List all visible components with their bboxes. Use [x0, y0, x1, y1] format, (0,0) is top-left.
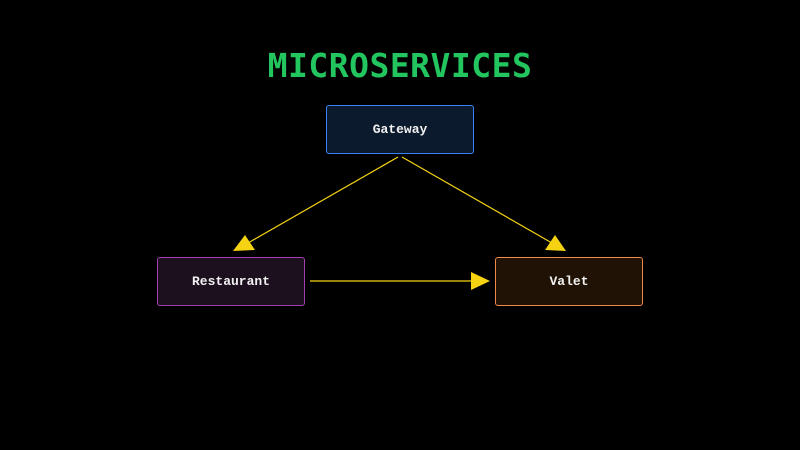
edge-line: [247, 156, 399, 244]
edge-restaurant-to-valet: [310, 272, 490, 290]
edge-gateway-to-restaurant: [233, 156, 399, 251]
node-label: Gateway: [372, 122, 428, 137]
arrowhead-icon: [545, 235, 566, 251]
arrowhead-icon: [233, 235, 255, 251]
edge-line: [401, 156, 553, 244]
node-restaurant: Restaurant: [157, 257, 305, 306]
node-valet: Valet: [495, 257, 643, 306]
node-label: Valet: [549, 274, 589, 289]
arrowhead-icon: [471, 272, 490, 290]
node-label: Restaurant: [191, 274, 270, 289]
edge-gateway-to-valet: [401, 156, 566, 251]
diagram-title: MICROSERVICES: [267, 46, 533, 85]
node-gateway: Gateway: [326, 105, 474, 154]
